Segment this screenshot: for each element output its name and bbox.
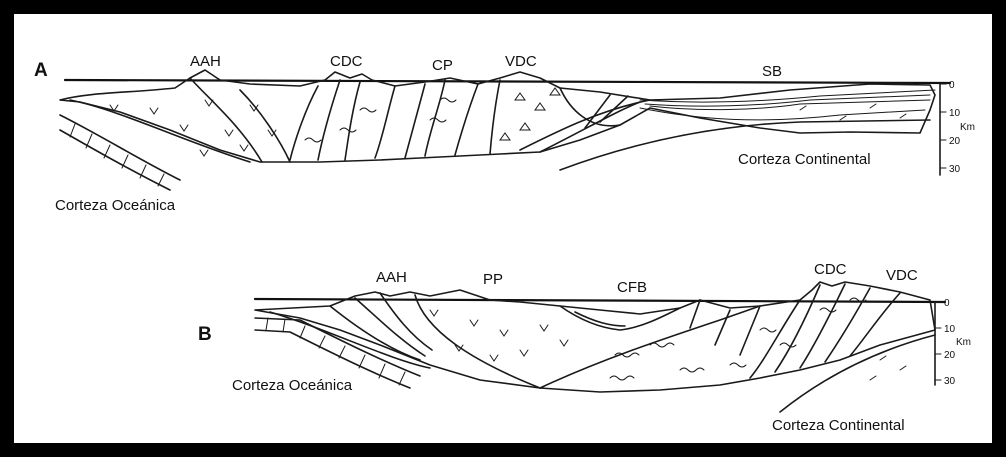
- section-b-depth-unit: Km: [956, 337, 971, 348]
- section-a-fault: [520, 100, 650, 150]
- section-b-depth-scale-ticks: [935, 302, 941, 380]
- section-a-sediment-layer: [645, 95, 930, 106]
- section-a-fault: [345, 82, 360, 160]
- section-b-label-cfb: CFB: [617, 279, 647, 296]
- section-a-label-aah: AAH: [190, 53, 221, 70]
- diagram-canvas: 0 10 20 30 Km A AAH CDC CP VDC SB Cortez…: [14, 14, 992, 443]
- section-a-continental-crust-label: Corteza Continental: [738, 151, 871, 168]
- section-a-fault: [240, 90, 290, 162]
- section-a-label-sb: SB: [762, 63, 782, 80]
- section-b-letter: B: [198, 324, 212, 345]
- section-a-oceanic-slab-bottom: [60, 130, 170, 190]
- section-a-fault: [405, 84, 425, 158]
- section-a-letter: A: [34, 60, 48, 81]
- section-a-depth-unit: Km: [960, 122, 975, 133]
- section-b: 0 10 20 30 Km B AAH PP CFB CDC VDC Corte…: [198, 261, 971, 434]
- section-a-fault: [190, 78, 262, 162]
- section-b-fault: [715, 310, 730, 345]
- section-a-oceanic-crust-label: Corteza Oceánica: [55, 197, 176, 214]
- cross-section-diagram: 0 10 20 30 Km A AAH CDC CP VDC SB Cortez…: [14, 14, 992, 443]
- section-a-fault: [70, 100, 250, 162]
- section-a: 0 10 20 30 Km A AAH CDC CP VDC SB Cortez…: [34, 53, 975, 214]
- section-a-label-cp: CP: [432, 57, 453, 74]
- section-b-fault: [800, 284, 845, 368]
- section-b-oceanic-slab-top: [255, 318, 420, 376]
- section-b-label-aah: AAH: [376, 269, 407, 286]
- section-a-depth-tick-0: 0: [949, 80, 955, 91]
- section-a-fault: [490, 80, 500, 154]
- section-a-fault: [540, 102, 640, 152]
- section-b-fault: [415, 295, 540, 388]
- section-b-continental-crust-label: Corteza Continental: [772, 417, 905, 434]
- section-b-fault: [330, 306, 420, 360]
- section-a-oceanic-slab-top: [60, 115, 180, 180]
- section-a-depth-tick-20: 20: [949, 136, 961, 147]
- section-b-wavy-pattern: [610, 298, 866, 380]
- section-a-basin-outline: [60, 70, 935, 162]
- section-b-volcanic-pattern: [430, 310, 906, 380]
- section-a-fault: [318, 80, 340, 160]
- section-b-label-vdc: VDC: [886, 267, 918, 284]
- section-a-depth-scale-ticks: [940, 84, 946, 168]
- section-a-label-vdc: VDC: [505, 53, 537, 70]
- section-a-depth-tick-10: 10: [949, 108, 961, 119]
- section-a-sea-level: [65, 80, 950, 83]
- section-a-sediment-layer: [650, 100, 930, 110]
- section-a-oceanic-slab-hatch: [70, 124, 164, 186]
- section-b-fault: [740, 306, 760, 355]
- section-a-label-cdc: CDC: [330, 53, 363, 70]
- section-b-depth-tick-0: 0: [944, 298, 950, 309]
- section-a-depth-tick-30: 30: [949, 164, 961, 175]
- section-a-fault: [455, 84, 478, 155]
- section-b-depth-tick-10: 10: [944, 324, 956, 335]
- section-a-fault: [375, 86, 395, 158]
- section-b-label-cdc: CDC: [814, 261, 847, 278]
- section-b-label-pp: PP: [483, 271, 503, 288]
- section-b-depth-tick-20: 20: [944, 350, 956, 361]
- section-b-depth-tick-30: 30: [944, 376, 956, 387]
- section-a-sediment-layer: [640, 90, 935, 102]
- section-a-fault: [290, 86, 318, 160]
- section-b-oceanic-crust-label: Corteza Oceánica: [232, 377, 353, 394]
